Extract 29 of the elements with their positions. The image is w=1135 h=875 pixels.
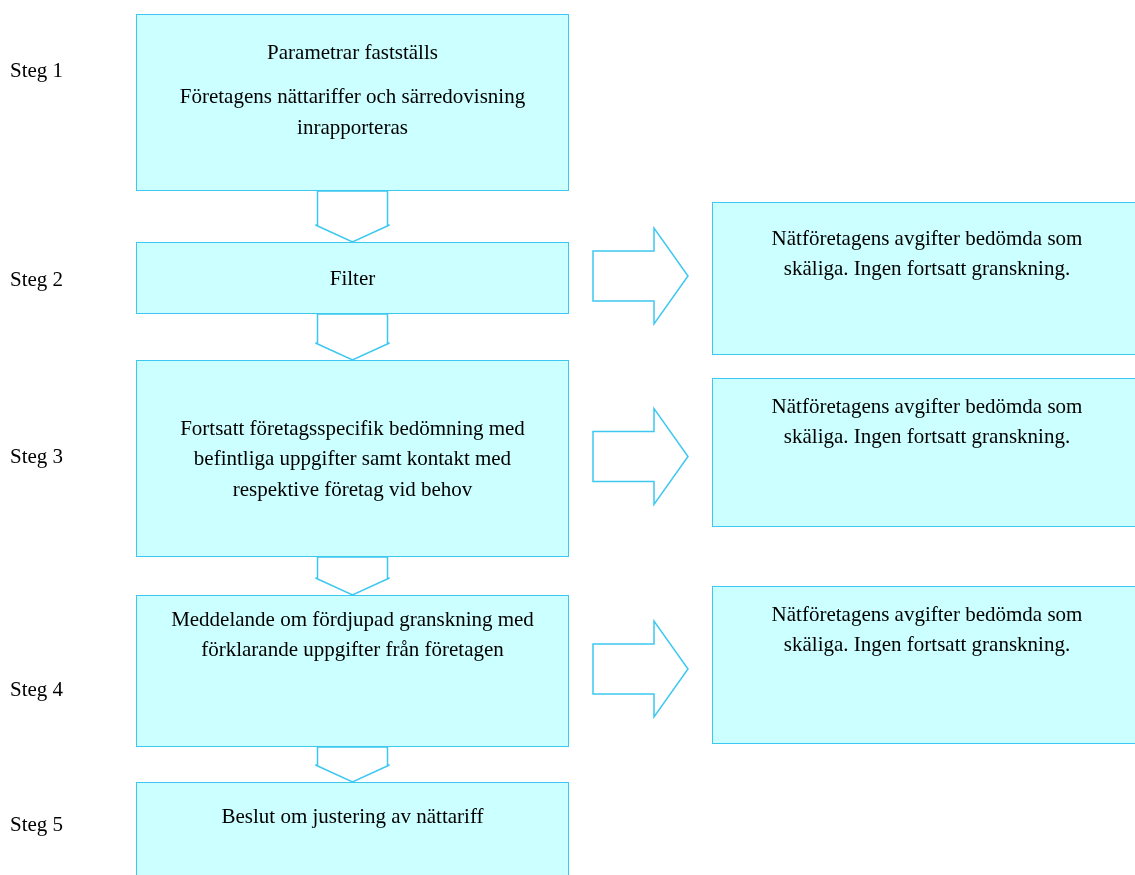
block-arrow xyxy=(592,406,689,507)
process-box xyxy=(136,360,569,557)
block-arrow xyxy=(314,556,391,596)
box-text: Meddelande om fördjupad granskning med förklarande uppgifter från företagen xyxy=(170,606,535,664)
step-label: Steg 1 xyxy=(10,58,64,83)
step-label: Steg 4 xyxy=(10,677,64,702)
box-text: Fortsatt företagsspecifik bedömning med befintliga uppgifter samt kontakt med respektive företag vid behov xyxy=(179,414,526,503)
step-label: Steg 5 xyxy=(10,812,64,837)
box-text: Filter xyxy=(329,264,376,292)
process-box xyxy=(136,595,569,747)
block-arrow xyxy=(592,225,689,327)
process-box xyxy=(712,586,1135,744)
process-box xyxy=(136,782,569,875)
process-box xyxy=(712,378,1135,527)
block-arrow xyxy=(314,313,391,361)
box-text: Nätföretagens avgifter bedömda som skäliga. Ingen fortsatt granskning. xyxy=(770,393,1084,451)
box-heading: Parametrar fastställs xyxy=(267,39,438,66)
box-text: Nätföretagens avgifter bedömda som skäliga. Ingen fortsatt granskning. xyxy=(770,601,1084,659)
process-box xyxy=(712,202,1135,355)
step-label: Steg 2 xyxy=(10,267,64,292)
step-label: Steg 3 xyxy=(10,444,64,469)
block-arrow xyxy=(314,190,391,243)
box-text: Nätföretagens avgifter bedömda som skäliga. Ingen fortsatt granskning. xyxy=(770,225,1084,283)
block-arrow xyxy=(592,618,689,720)
process-box xyxy=(136,14,569,191)
box-text: Företagens nättariffer och särredovisning inrapporteras xyxy=(178,83,527,141)
process-box xyxy=(136,242,569,314)
box-text: Beslut om justering av nättariff xyxy=(221,803,484,830)
block-arrow xyxy=(314,746,391,783)
